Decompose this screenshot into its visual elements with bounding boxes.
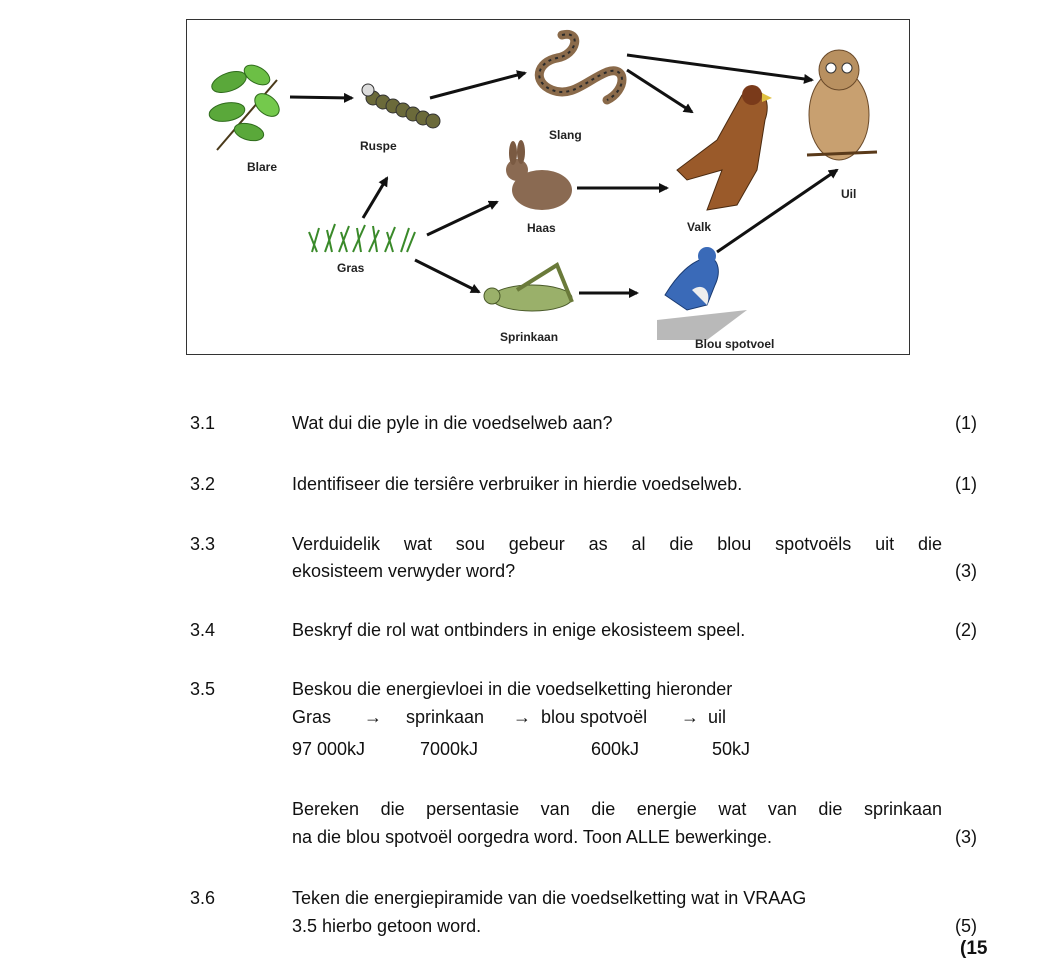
chain-uil: uil: [708, 707, 727, 727]
label-slang: Slang: [549, 128, 582, 142]
question-marks: (1): [955, 474, 977, 494]
calc-text-line-2: na die blou spotvoël oorgedra word. Toon…: [292, 827, 772, 847]
question-text-line-2: ekosisteem verwyder word?: [292, 561, 516, 581]
calc-text-line-1: Bereken die persentasie van die energie …: [292, 799, 942, 819]
caterpillar-illustration: [361, 83, 441, 129]
chain-gras: Gras: [292, 707, 332, 727]
question-text-line-1: Verduidelik wat sou gebeur as al die blo…: [292, 534, 942, 554]
leaves-illustration: [208, 64, 280, 151]
question-text-line-1: Teken die energiepiramide van die voedse…: [292, 888, 807, 908]
energy-value: 600kJ: [591, 739, 640, 759]
question-number: 3.6: [190, 888, 216, 908]
label-ruspe: Ruspe: [360, 139, 397, 153]
food-web-diagram: Blare Ruspe Slang Haas Gras Sprinkaan Va…: [186, 19, 910, 355]
label-uil: Uil: [841, 187, 857, 201]
energy-value: 97 000kJ: [292, 739, 366, 759]
hawk-illustration: [676, 85, 772, 211]
chain-blou-spotvoel: blou spotvoël: [541, 707, 648, 727]
food-web-arrows: [289, 53, 839, 298]
label-haas: Haas: [527, 221, 556, 235]
question-number: 3.4: [190, 620, 216, 640]
question-marks: (5): [955, 916, 977, 936]
question-marks: (3): [955, 561, 977, 581]
question-number: 3.2: [190, 474, 216, 494]
question-marks: (1): [955, 413, 977, 433]
owl-illustration: [806, 49, 878, 161]
blue-jay-illustration: [657, 247, 747, 340]
snake-illustration: [535, 29, 627, 105]
question-text: Wat dui die pyle in die voedselweb aan?: [292, 413, 613, 433]
chain-arrow: →: [364, 707, 382, 727]
chain-arrow: →: [681, 707, 699, 727]
label-sprinkaan: Sprinkaan: [500, 330, 559, 344]
question-text: Beskryf die rol wat ontbinders in enige …: [292, 620, 746, 640]
label-valk: Valk: [687, 220, 712, 234]
question-text: Identifiseer die tersiêre verbruiker in …: [292, 474, 743, 494]
question-text: Beskou die energievloei in die voedselke…: [292, 679, 733, 699]
label-blou-spotvoel: Blou spotvoel: [695, 337, 775, 351]
question-text-line-2: 3.5 hierbo getoon word.: [292, 916, 482, 936]
label-blare: Blare: [247, 160, 278, 174]
question-number: 3.5: [190, 679, 216, 699]
chain-sprinkaan: sprinkaan: [406, 707, 485, 727]
question-marks: (2): [955, 620, 977, 640]
chain-arrow: →: [513, 707, 531, 727]
grasshopper-illustration: [483, 262, 574, 312]
total-marks: (15: [960, 938, 988, 959]
energy-value: 7000kJ: [420, 739, 479, 759]
grass-illustration: [308, 223, 416, 253]
question-marks: (3): [955, 827, 977, 847]
label-gras: Gras: [337, 261, 365, 275]
rabbit-illustration: [506, 140, 572, 210]
question-number: 3.1: [190, 413, 216, 433]
question-number: 3.3: [190, 534, 216, 554]
food-web-drawing: [208, 29, 878, 340]
energy-value: 50kJ: [712, 739, 751, 759]
